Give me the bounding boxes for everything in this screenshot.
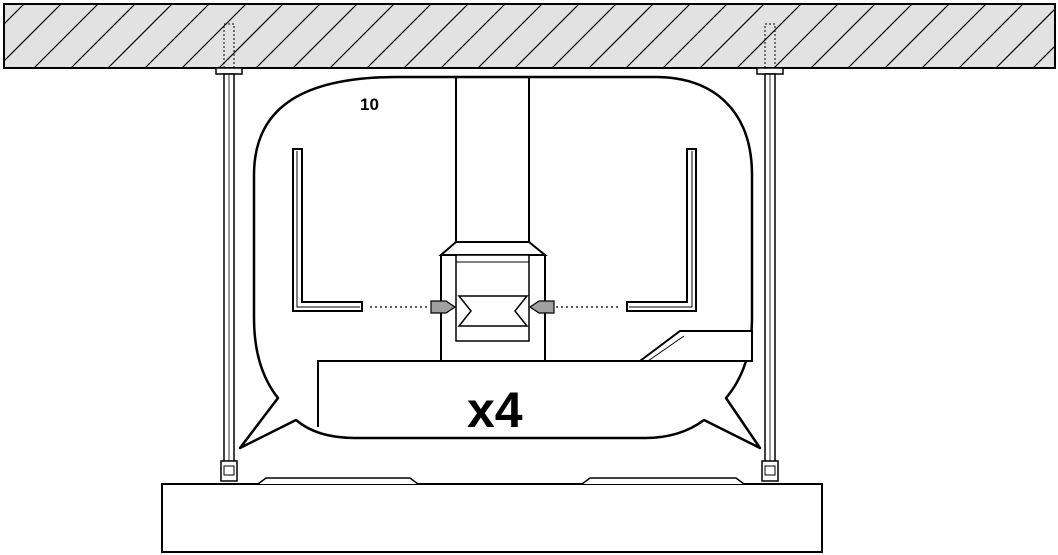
panel-clip-right xyxy=(581,477,745,485)
panel-icon xyxy=(161,477,823,553)
hatch-line xyxy=(440,4,506,68)
anchor-right-icon xyxy=(764,23,776,69)
hatch-line xyxy=(699,4,765,68)
hatch-line xyxy=(810,4,876,68)
wedge-block xyxy=(637,330,753,362)
hatch-line xyxy=(773,4,839,68)
hatch-line xyxy=(4,4,62,62)
hanger-left-icon xyxy=(215,67,243,482)
hatch-line xyxy=(514,4,580,68)
hatch-line xyxy=(588,4,654,68)
hatch-line xyxy=(477,4,543,68)
base-plate xyxy=(317,360,752,427)
hatch-line xyxy=(921,4,987,68)
step-number: 10 xyxy=(360,95,379,114)
hatch-line xyxy=(847,4,913,68)
hatch-line xyxy=(736,4,802,68)
ceiling-hatch xyxy=(4,4,1055,68)
duct-icon xyxy=(455,78,530,242)
bracket-left-icon xyxy=(292,148,363,312)
hatch-line xyxy=(551,4,617,68)
hatch-line xyxy=(144,4,210,68)
hatch-line xyxy=(403,4,469,68)
hatch-line xyxy=(107,4,173,68)
screw-left-icon xyxy=(430,300,457,314)
hatch-line xyxy=(995,8,1055,68)
screw-right-icon xyxy=(528,300,555,314)
hatch-line xyxy=(662,4,728,68)
hatch-line xyxy=(292,4,358,68)
hatch-line xyxy=(329,4,395,68)
connector-icon xyxy=(438,241,548,362)
detail-callout: 10 x4 xyxy=(238,75,762,450)
quantity-label: x4 xyxy=(467,382,523,438)
hatch-line xyxy=(4,4,25,25)
hatch-line xyxy=(255,4,321,68)
hatch-line xyxy=(625,4,691,68)
bracket-right-icon xyxy=(626,148,697,312)
panel-clip-left xyxy=(257,477,419,485)
hatch-line xyxy=(70,4,136,68)
hatch-line xyxy=(958,4,1024,68)
hatch-line xyxy=(181,4,247,68)
panel-body xyxy=(161,483,823,553)
ceiling-slab xyxy=(3,3,1056,69)
hatch-line xyxy=(366,4,432,68)
hatch-line xyxy=(33,4,99,68)
hanger-right-icon xyxy=(756,67,784,482)
hatch-line xyxy=(218,4,284,68)
hatch-line xyxy=(884,4,950,68)
anchor-left-icon xyxy=(223,23,235,69)
hatch-line xyxy=(1032,45,1055,68)
